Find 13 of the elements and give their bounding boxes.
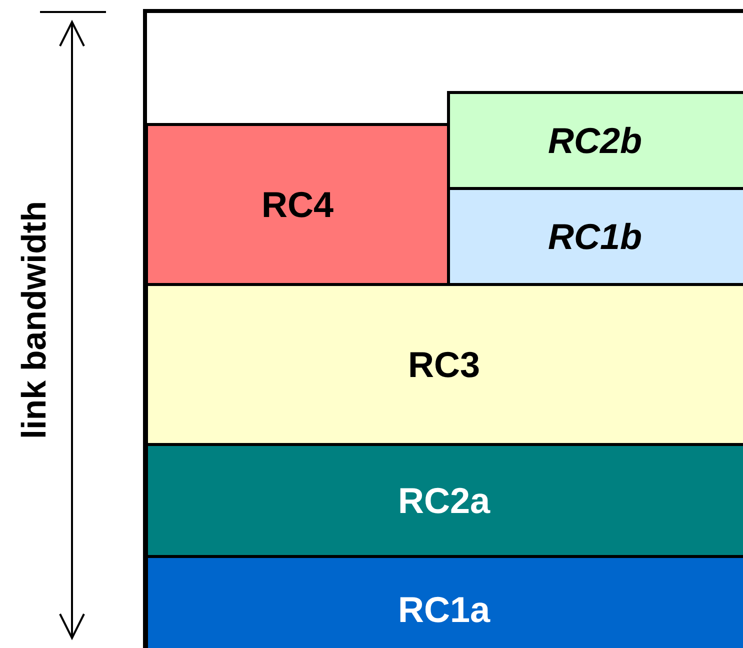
band-label: RC1a (398, 589, 490, 631)
bandwidth-band (145, 555, 743, 648)
band-label: RC4 (261, 184, 334, 226)
axis-label: link bandwidth (16, 201, 54, 439)
bandwidth-band (145, 443, 743, 558)
band-label: RC1b (548, 216, 642, 258)
band-label: RC2a (398, 480, 490, 522)
bandwidth-band (447, 187, 743, 286)
bandwidth-band (145, 123, 450, 286)
bandwidth-band (145, 283, 743, 446)
band-label: RC3 (408, 344, 480, 386)
bandwidth-band (447, 91, 743, 190)
band-label: RC2b (548, 120, 642, 162)
